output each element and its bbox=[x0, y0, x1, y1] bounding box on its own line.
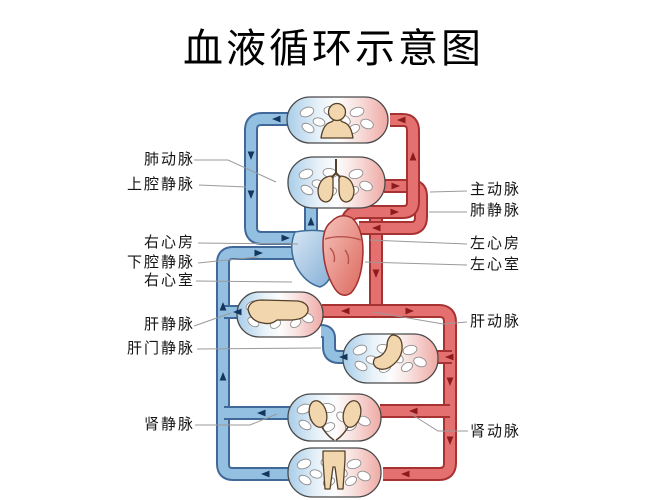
kidneys-icon bbox=[308, 400, 362, 441]
label-hepatic-portal-vein: 肝门静脉 bbox=[126, 341, 195, 357]
label-left-ventricle: 左心室 bbox=[470, 257, 522, 273]
label-superior-vena-cava: 上腔静脉 bbox=[126, 177, 195, 193]
lower-limbs-icon bbox=[322, 450, 346, 490]
label-renal-vein: 肾静脉 bbox=[143, 417, 195, 433]
heart-icon bbox=[291, 215, 364, 296]
vessel-hepatic-portal-vein bbox=[320, 324, 347, 364]
label-right-atrium: 右心房 bbox=[143, 235, 195, 251]
liver-icon bbox=[247, 299, 309, 325]
leader-lines bbox=[193, 159, 468, 432]
lungs-icon bbox=[317, 159, 355, 203]
vessel-aorta-arch bbox=[340, 113, 420, 224]
label-hepatic-artery: 肝动脉 bbox=[470, 314, 522, 330]
label-aorta: 主动脉 bbox=[470, 182, 522, 198]
vessel-descending-aorta-lower bbox=[322, 304, 457, 481]
capsule-lungs bbox=[287, 156, 386, 209]
page-title: 血液循环示意图 bbox=[183, 26, 484, 71]
label-right-ventricle: 右心室 bbox=[143, 273, 195, 289]
organs bbox=[247, 102, 403, 490]
head-upper-limbs-icon bbox=[320, 102, 354, 139]
vessel-inferior-vena-cava bbox=[216, 246, 309, 481]
label-renal-artery: 肾动脉 bbox=[470, 424, 522, 440]
label-inferior-vena-cava: 下腔静脉 bbox=[126, 255, 195, 271]
label-hepatic-vein: 肝静脉 bbox=[143, 317, 195, 333]
arteries bbox=[322, 113, 457, 481]
stomach-icon bbox=[372, 334, 403, 370]
label-pulmonary-vein: 肺静脉 bbox=[470, 203, 522, 219]
capsule-lower-limbs bbox=[287, 447, 382, 498]
label-pulmonary-artery: 肺动脉 bbox=[143, 152, 195, 168]
label-left-atrium: 左心房 bbox=[470, 236, 522, 252]
vessel-superior-vena-cava bbox=[244, 112, 309, 245]
capsule-kidneys bbox=[287, 393, 382, 442]
